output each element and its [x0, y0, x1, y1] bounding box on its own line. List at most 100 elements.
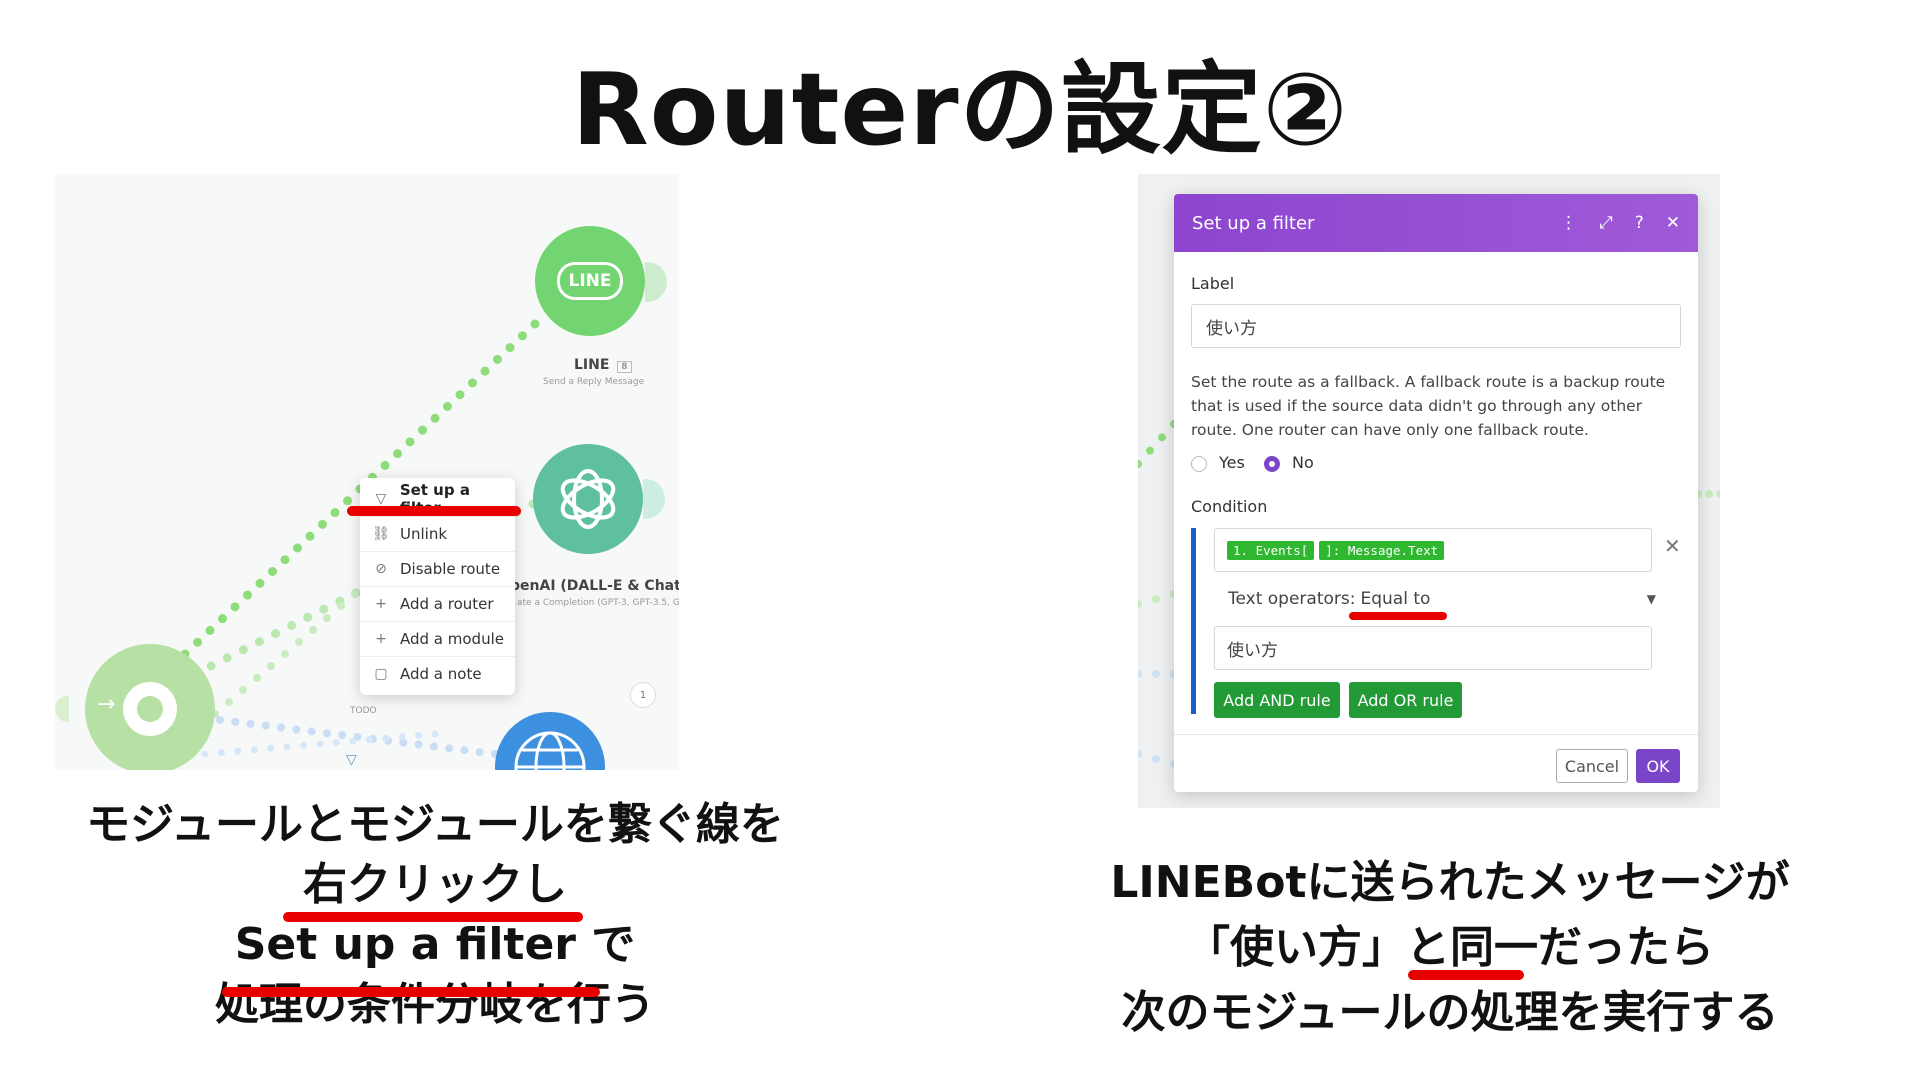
help-icon[interactable]: ? — [1634, 213, 1644, 233]
openai-logo-icon — [560, 469, 616, 529]
operator-prefix: Text operators: — [1228, 589, 1356, 609]
openai-module-node[interactable] — [533, 444, 643, 554]
filter-icon: ▽ — [375, 491, 387, 507]
connector-dot — [222, 653, 232, 663]
connector-dot — [343, 496, 352, 506]
connector-dot — [305, 531, 315, 541]
line-logo-icon: LINE — [557, 262, 623, 300]
line-node-handle[interactable] — [645, 262, 667, 302]
left-caption-line1: モジュールとモジュールを繋ぐ線を — [86, 799, 784, 850]
connector-dot — [238, 645, 248, 655]
connector-dot — [1152, 670, 1160, 678]
red-underline-equal-to — [1349, 612, 1447, 620]
connector-dot — [430, 413, 440, 423]
connector-dot — [255, 578, 265, 588]
close-icon[interactable]: ✕ — [1665, 213, 1680, 233]
connector-dot — [316, 740, 324, 748]
connector-dot — [239, 686, 247, 694]
connector-dot — [431, 730, 439, 738]
openai-node-handle[interactable] — [643, 479, 665, 519]
connector-dot — [319, 604, 329, 614]
connector-dot — [217, 749, 225, 757]
connector-dot — [280, 555, 290, 565]
label-input[interactable]: 使い方 — [1191, 304, 1681, 348]
connector-dot — [225, 698, 233, 706]
right-caption: LINEBotに送られたメッセージが 「使い方」と同一だったら 次のモジュールの… — [1040, 850, 1860, 1045]
router-module-node[interactable]: → — [85, 644, 215, 770]
add-and-rule-button[interactable]: Add AND rule — [1214, 682, 1340, 718]
menu-item-add-module[interactable]: + Add a module — [360, 622, 515, 657]
line-module-node[interactable]: LINE — [535, 226, 645, 336]
connector-dot — [231, 717, 240, 726]
red-underline-douitsu — [1408, 970, 1524, 980]
condition-field-input[interactable]: 1. Events[ ]: Message.Text — [1214, 528, 1652, 572]
label-field-title: Label — [1191, 274, 1235, 293]
connector-dot — [443, 402, 452, 411]
connector-dot — [399, 738, 408, 747]
left-caption-line3: Set up a filter で — [234, 919, 636, 970]
connector-dot — [337, 602, 345, 610]
add-or-rule-button[interactable]: Add OR rule — [1349, 682, 1462, 718]
connector-dot — [505, 343, 515, 353]
connector-dot — [1152, 595, 1160, 603]
more-icon[interactable]: ⋮ — [1560, 213, 1578, 233]
remove-condition-icon[interactable]: ✕ — [1664, 534, 1681, 558]
http-module-node[interactable] — [495, 712, 605, 770]
fallback-help-text: Set the route as a fallback. A fallback … — [1191, 373, 1666, 439]
ok-button[interactable]: OK — [1636, 749, 1680, 783]
connector-dot — [405, 437, 415, 447]
operator-select[interactable]: Text operators: Equal to ▼ — [1228, 584, 1656, 614]
connector-dot — [254, 637, 264, 647]
connector-dot — [323, 614, 331, 622]
connector-dot — [277, 723, 286, 732]
fallback-no-radio[interactable] — [1264, 456, 1280, 472]
cancel-button[interactable]: Cancel — [1556, 749, 1628, 783]
connector-dot — [493, 354, 502, 364]
menu-item-label: Add a module — [400, 630, 504, 648]
dialog-header: Set up a filter ⋮ ⤢ ? ✕ — [1174, 194, 1698, 252]
connector-dot — [322, 729, 331, 738]
connector-dot — [216, 716, 224, 724]
right-caption-line2: 「使い方」と同一だったら — [1040, 915, 1860, 980]
connector-dot — [445, 744, 454, 753]
connector-dot — [287, 620, 297, 630]
menu-item-add-note[interactable]: ▢ Add a note — [360, 657, 515, 691]
menu-item-label: Add a router — [400, 595, 494, 613]
page-title: Routerの設定② — [571, 51, 1349, 168]
connector-dot — [455, 390, 465, 400]
right-caption-line2-emphasis: 同一 — [1450, 922, 1538, 973]
condition-value-input[interactable]: 使い方 — [1214, 626, 1652, 670]
connector-dot — [382, 734, 390, 742]
connector-dot — [349, 737, 357, 745]
connector-dot — [1705, 490, 1713, 498]
line-module-name: LINE 8 — [574, 357, 632, 373]
router-node-handle[interactable] — [55, 696, 69, 722]
connector-dot — [338, 731, 347, 740]
connector-dot — [307, 727, 316, 736]
connector-dot — [318, 519, 327, 529]
red-underline-right-click — [283, 912, 583, 922]
connector-dot — [393, 449, 402, 459]
condition-bar — [1191, 528, 1196, 714]
expand-icon[interactable]: ⤢ — [1599, 213, 1613, 233]
fallback-yes-radio[interactable] — [1191, 456, 1207, 472]
connector-dot — [293, 543, 302, 553]
mapped-pill-events: 1. Events[ — [1227, 540, 1315, 560]
menu-item-add-router[interactable]: + Add a router — [360, 587, 515, 622]
connector-dot — [261, 721, 270, 730]
menu-item-unlink[interactable]: ⛓ Unlink — [360, 517, 515, 552]
router-center-icon — [123, 682, 177, 736]
chevron-down-icon: ▼ — [1646, 592, 1656, 606]
left-caption-line4: 処理の条件分岐を行う — [215, 979, 655, 1030]
menu-item-disable-route[interactable]: ⊘ Disable route — [360, 552, 515, 587]
connector-dot — [309, 626, 317, 634]
connector-dot — [234, 747, 242, 755]
line-module-label: LINE — [574, 357, 610, 373]
condition-title: Condition — [1191, 497, 1268, 516]
connector-dot — [300, 741, 308, 749]
connector-dot — [1152, 755, 1160, 763]
connector-dot — [268, 567, 277, 576]
connector-dot — [1138, 460, 1142, 468]
filter-icon-small[interactable]: ▽ — [346, 752, 357, 768]
todo-label: TODO — [350, 706, 377, 716]
